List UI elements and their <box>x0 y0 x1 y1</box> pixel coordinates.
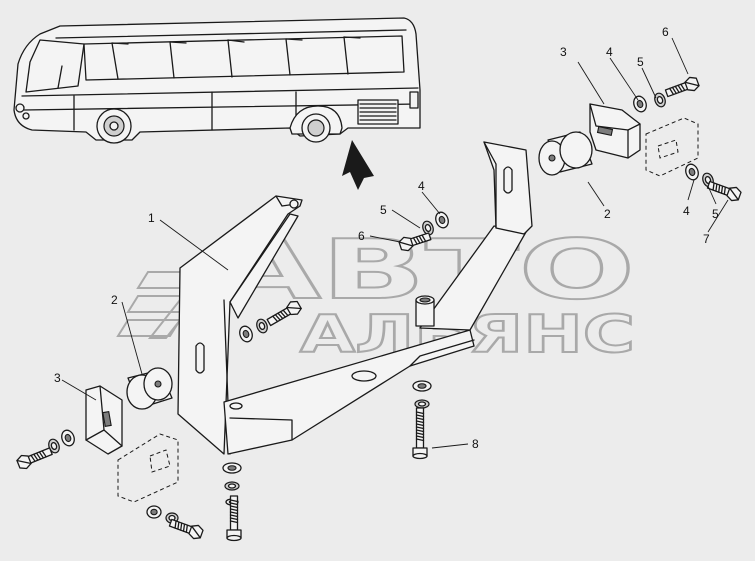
small-bracket-right <box>589 103 641 159</box>
bolt-left-upper <box>266 300 302 327</box>
location-arrow-icon <box>342 140 374 190</box>
rubber-mount-right <box>538 131 593 176</box>
callout-5-right: 5 <box>712 207 719 221</box>
frame-plate-right <box>645 117 699 177</box>
frame-plate-left <box>117 433 179 503</box>
bolt-vertical-right <box>412 407 428 460</box>
bolt-right-top <box>664 76 700 98</box>
callout-2-right: 2 <box>604 207 611 221</box>
callout-3-right: 3 <box>560 45 567 59</box>
callout-6-top: 6 <box>358 229 365 243</box>
callout-4-right: 4 <box>683 204 690 218</box>
callout-5-top: 5 <box>380 203 387 217</box>
bus-rear-wheel <box>289 105 343 143</box>
callout-4-top: 4 <box>418 179 425 193</box>
callout-4-mid: 4 <box>606 45 613 59</box>
bolt-left-lower <box>16 447 53 470</box>
callout-7: 7 <box>703 232 710 246</box>
fasteners <box>16 76 742 542</box>
callout-3-left: 3 <box>54 371 61 385</box>
bolt-top <box>398 232 432 252</box>
callout-5-mid: 5 <box>637 55 644 69</box>
bus-overview <box>13 17 421 144</box>
bus-front-wheel <box>96 108 132 144</box>
bolt-plate-left <box>168 518 204 540</box>
rubber-mount-left <box>126 367 173 410</box>
callout-6-mid: 6 <box>662 25 669 39</box>
callout-labels: 1 2 2 3 3 4 4 4 5 5 5 6 6 7 8 <box>54 25 719 451</box>
bolt-vertical-left <box>226 495 242 542</box>
small-bracket-left <box>85 385 123 455</box>
bus-rear-grille <box>357 99 399 125</box>
leader-lines <box>61 37 729 449</box>
callout-1: 1 <box>148 211 155 225</box>
main-bracket <box>177 141 533 455</box>
callout-2-left: 2 <box>111 293 118 307</box>
callout-8: 8 <box>472 437 479 451</box>
spacer-tube <box>415 295 435 327</box>
bolt-right-bottom <box>706 180 742 202</box>
